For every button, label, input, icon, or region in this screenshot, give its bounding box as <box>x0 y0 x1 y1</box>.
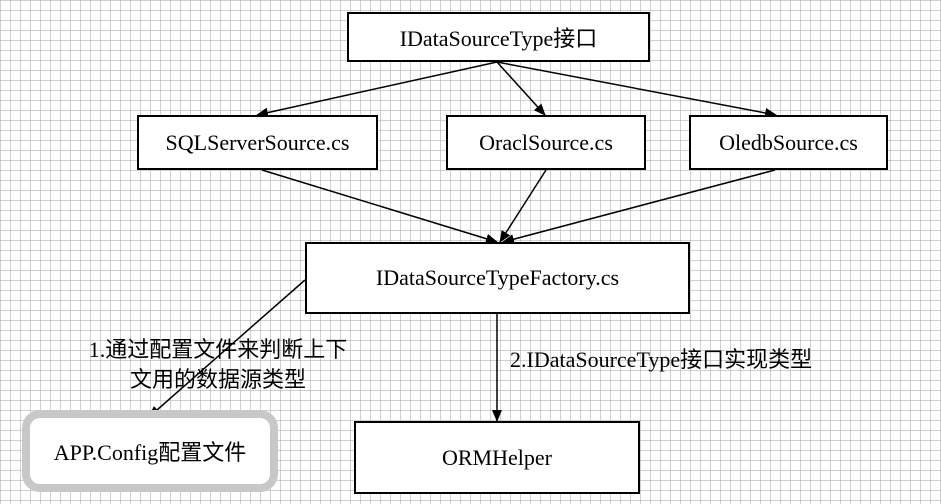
orm-helper-node[interactable]: ORMHelper <box>354 421 640 494</box>
orm-edge-label: 2.IDataSourceType接口实现类型 <box>510 347 813 372</box>
interface-node[interactable]: IDataSourceType接口 <box>347 12 650 62</box>
config-edge-label: 1.通过配置文件来判断上下 文用的数据源类型 <box>68 335 368 395</box>
config-edge-label-line1: 1.通过配置文件来判断上下 <box>88 337 348 362</box>
app-config-node[interactable]: APP.Config配置文件 <box>22 410 278 492</box>
config-edge-label-line2: 文用的数据源类型 <box>129 367 306 392</box>
arrow-oledb-to-factory <box>502 169 776 245</box>
arrow-factory-to-appconfig <box>148 279 306 418</box>
arrow-oracle-to-factory <box>499 169 547 243</box>
arrow-interface-to-oledb <box>496 61 777 118</box>
arrow-interface-to-oracle <box>496 61 546 116</box>
factory-node[interactable]: IDataSourceTypeFactory.cs <box>305 242 690 314</box>
sqlserver-source-node[interactable]: SQLServerSource.cs <box>137 115 378 170</box>
arrow-sqlserver-to-factory <box>261 169 498 244</box>
oracle-source-node[interactable]: OraclSource.cs <box>446 115 646 170</box>
oledb-source-node[interactable]: OledbSource.cs <box>689 115 888 170</box>
arrow-interface-to-sqlserver <box>256 61 498 118</box>
